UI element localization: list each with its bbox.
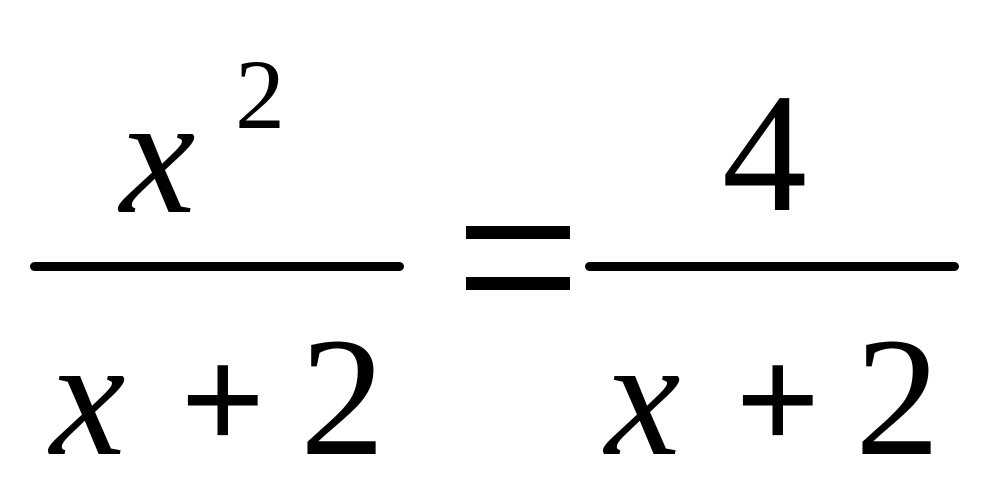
right-denominator-constant: 2 xyxy=(855,303,940,491)
right-numerator: 4 xyxy=(722,59,807,247)
equals-upper-bar xyxy=(466,226,570,239)
right-denominator-variable: x xyxy=(605,303,681,491)
right-denominator-operator: + xyxy=(735,317,821,483)
left-denominator-variable: x xyxy=(50,303,126,491)
left-numerator-exponent: 2 xyxy=(235,39,285,150)
left-denominator-constant: 2 xyxy=(300,303,385,491)
equals-sign: = xyxy=(466,226,570,290)
left-denominator-operator: + xyxy=(180,317,266,483)
equals-lower-bar xyxy=(466,277,570,290)
right-fraction-bar xyxy=(585,262,959,271)
left-fraction-bar xyxy=(30,262,404,271)
left-numerator-base: x xyxy=(120,61,196,249)
